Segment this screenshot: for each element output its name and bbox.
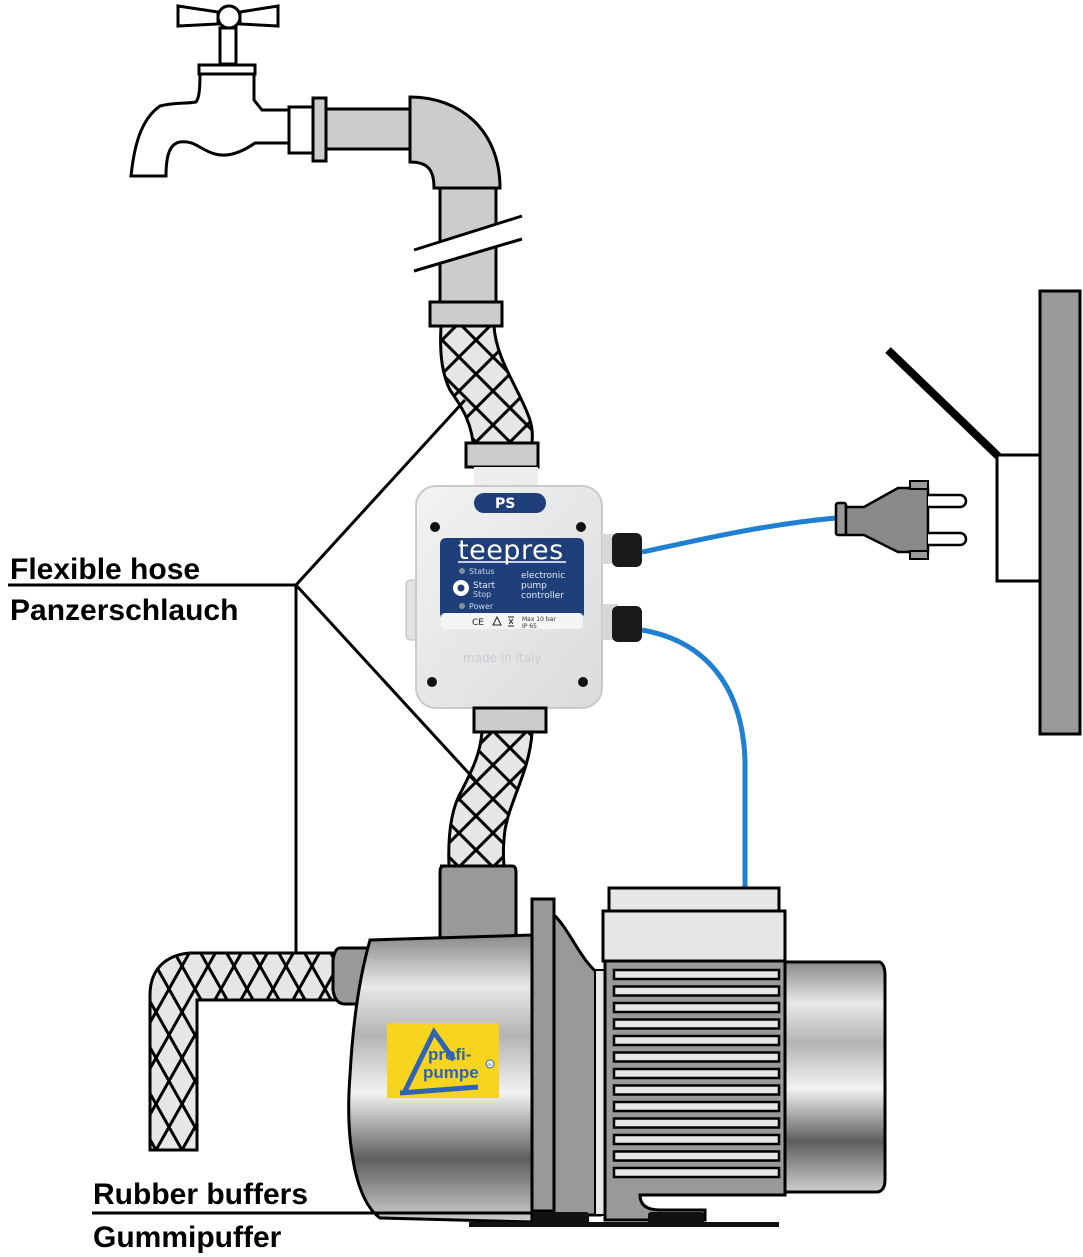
status-led-icon (459, 568, 465, 574)
power-plug-icon (834, 480, 968, 560)
made-in-label: made in italy (463, 651, 541, 665)
socket-icon (995, 453, 1042, 583)
ps-badge-text: PS (495, 496, 515, 512)
brand-name: teepres (458, 535, 564, 566)
weee-icon (508, 616, 514, 627)
rating-line-1: Max 10 bar (522, 616, 556, 623)
cooling-fin (612, 1067, 781, 1080)
screw-icon (427, 677, 437, 687)
suction-hose (148, 951, 342, 1152)
logo-line-2: pumpe (423, 1063, 479, 1082)
label-flexible-hose: Flexible hose (10, 553, 200, 586)
wall-socket (885, 289, 1082, 736)
screw-icon (430, 522, 440, 532)
screw-icon (578, 677, 588, 687)
cooling-fin (612, 1166, 781, 1179)
desc-line-1: electronic (521, 571, 565, 581)
status-label: Status (469, 567, 495, 576)
profi-pumpe-logo: profi- pumpe de (387, 1023, 499, 1098)
logo-line-1: profi- (428, 1045, 471, 1064)
warning-icon (492, 615, 502, 626)
cooling-fin (612, 1100, 781, 1113)
logo-suffix: de (487, 1062, 493, 1067)
rating-line-2: IP 65 (522, 623, 537, 630)
desc-line-3: controller (521, 591, 564, 601)
cooling-fin (612, 1150, 781, 1162)
cooling-fin (612, 1117, 781, 1129)
label-gummipuffer: Gummipuffer (93, 1221, 282, 1254)
flexible-hose-lower (447, 706, 548, 868)
power-label: Power (469, 602, 494, 611)
leader-lines (8, 398, 533, 1215)
wall (1038, 289, 1082, 736)
cooling-fin (612, 1084, 781, 1096)
cooling-fin (612, 1051, 781, 1063)
faucet-icon (129, 4, 328, 178)
pump-controller: PS teepres Status Start Stop Power elect… (405, 467, 642, 709)
cable-gland-icon (612, 533, 642, 567)
label-rubber-buffers: Rubber buffers (93, 1178, 308, 1211)
rubber-buffer (648, 1212, 704, 1225)
water-pump: profi- pumpe de (331, 864, 887, 1227)
cooling-fin (612, 1034, 781, 1047)
desc-line-2: pump (521, 581, 547, 591)
stop-label: Stop (473, 590, 491, 599)
cooling-fin (612, 968, 781, 981)
screw-icon (576, 522, 586, 532)
ce-mark: CE (472, 618, 484, 628)
ground-line (469, 1222, 779, 1227)
controller-panel (440, 538, 584, 620)
power-led-icon (459, 603, 465, 609)
label-panzerschlauch: Panzerschlauch (10, 594, 238, 627)
power-cable (641, 515, 837, 555)
water-pipe (324, 95, 523, 328)
cooling-fin (612, 1133, 781, 1146)
start-label: Start (473, 581, 495, 591)
cooling-fin (612, 1001, 781, 1014)
pump-cable (641, 627, 748, 888)
cable-gland-icon (612, 606, 642, 642)
socket-lid (885, 347, 1001, 459)
flexible-hose-upper (439, 324, 540, 469)
ps-badge (474, 493, 546, 513)
cooling-fins (612, 968, 781, 1179)
cooling-fin (612, 1018, 781, 1030)
rubber-buffer (533, 1212, 589, 1225)
cooling-fin (612, 985, 781, 997)
